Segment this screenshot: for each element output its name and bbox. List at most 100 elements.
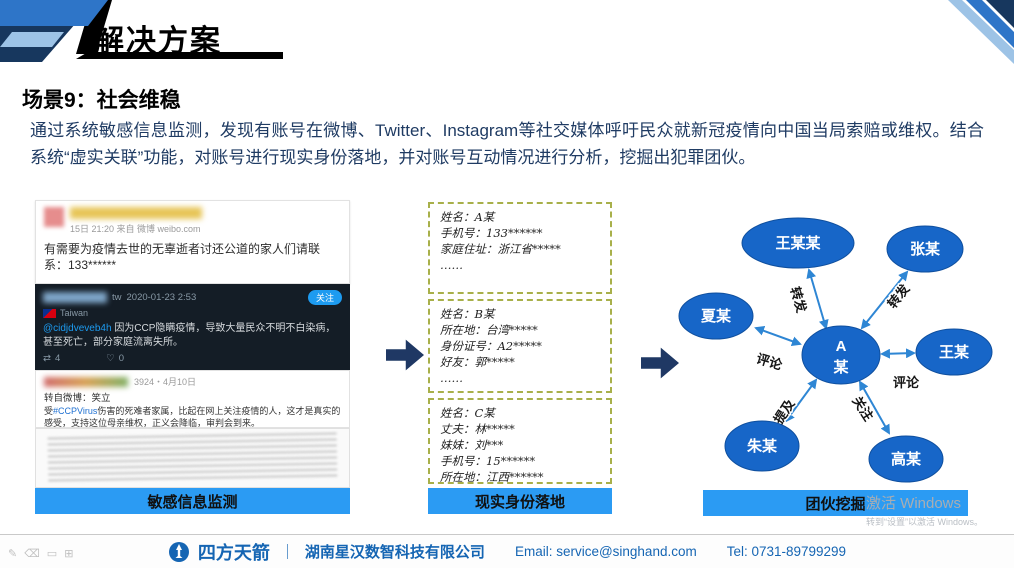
redacted-username [43,292,107,303]
retweet-icon: ⇄ [43,353,51,364]
svg-text:张某: 张某 [910,240,941,258]
tweet-location: Taiwan [60,308,89,318]
network-graph: 转发 转发 评论 评论 提及 关注 王某某 张某 夏某 A 某 [678,217,993,483]
hashtag-link[interactable]: #CCPVirus [53,406,98,416]
identity-field: 所在地：台湾***** [440,323,538,338]
svg-text:王某: 王某 [939,343,970,361]
identity-field: 姓名：B某 [440,307,495,321]
deco-blue-shape [0,0,108,26]
identity-card-b: 姓名：B某 所在地：台湾***** 身份证号：A2***** 好友：郭*****… [428,299,612,393]
eraser-icon[interactable]: ⌫ [24,548,40,560]
node-center-amou: A 某 [801,325,881,385]
edge-center-wangmou [880,348,916,359]
deco-lightblue-shape [0,32,64,47]
follow-button[interactable]: 关注 [307,290,342,305]
deco-stripe-light [948,0,1014,64]
svg-text:高某: 高某 [891,450,922,468]
identity-field: 姓名：C某 [440,406,495,420]
shape-icon[interactable]: ▭ [46,548,58,560]
weibo-repost: 3924・4月10日 转自微博：笑立 受#CCPVirus伤害的死难者家属，比起… [35,370,350,428]
identity-field: …… [440,371,463,386]
pen-icon[interactable]: ✎ [8,548,18,560]
node-zhumou: 朱某 [724,420,800,472]
weibo-user-block: 15日 21:20 来自 微博 weibo.com [70,207,202,235]
grid-icon[interactable]: ⊞ [64,548,74,560]
contact-phone: Tel: 0731-89799299 [726,544,847,559]
svg-text:夏某: 夏某 [700,307,732,325]
like-action[interactable]: ♡ 0 [106,353,124,364]
edge-label-comment-right: 评论 [893,375,920,390]
top-left-decoration [0,0,283,62]
title-underline [76,52,283,59]
tweet-actions: ⇄ 4 ♡ 0 [43,353,342,364]
tweet-location-row: Taiwan [43,308,342,318]
weibo-post-meta: 15日 21:20 来自 微博 weibo.com [70,224,201,234]
weibo-post-text: 有需要为疫情去世的无辜逝者讨还公道的家人们请联系：133****** [44,242,321,273]
tweet-body: 因为CCP隐瞒疫情，导致大量民众不明不白染病，甚至死亡，部分家庭流离失所。 [43,323,336,348]
edge-center-gaomou [859,380,890,435]
blurred-document [35,428,350,488]
top-right-decoration [948,0,1014,64]
scenario-title: 场景9：社会维稳 [22,89,181,112]
contact-email: Email: service@singhand.com [514,544,697,559]
identity-field: 手机号：15****** [440,454,536,469]
identity-field: 丈夫：林***** [440,422,515,437]
identity-card-c: 姓名：C某 丈夫：林***** 妹妹：刘*** 手机号：15****** 所在地… [428,398,612,484]
footer: 四方天箭 ｜ 湖南星汉数智科技有限公司 Email: service@singh… [0,534,1014,568]
node-wangmoumou: 王某某 [741,217,855,269]
company-name: 湖南星汉数智科技有限公司 [304,544,485,561]
identity-card-a: 姓名：A某 手机号：133****** 家庭住址：浙江省***** …… [428,202,612,294]
identity-field: 好友：郭***** [440,355,515,370]
repost-source: 转自微博：笑立 [44,393,111,404]
identity-field: 所在地：江西****** [440,470,544,484]
retweet-action[interactable]: ⇄ 4 [43,353,60,364]
edge-center-wangmoumou [806,268,829,330]
edge-center-zhangmou [860,270,909,330]
footer-separator: ｜ [279,544,295,561]
weibo-post: 15日 21:20 来自 微博 weibo.com 有需要为疫情去世的无辜逝者讨… [35,200,350,284]
caption-gang-mining: 团伙挖掘 [703,490,968,516]
repost-header: 3924・4月10日 [44,375,341,388]
edge-center-zhumou [784,378,818,423]
svg-text:A: A [836,338,847,355]
twitter-handle: tw [112,292,122,303]
identity-field: 身份证号：A2***** [440,339,542,354]
brand-name: 四方天箭 [197,542,270,563]
weibo-post-header: 15日 21:20 来自 微博 weibo.com [44,207,341,235]
annotation-toolbar: ✎ ⌫ ▭ ⊞ [8,547,73,560]
mention-link[interactable]: @cidjdveveb4h [43,323,112,334]
page-title: 解决方案 [94,25,222,58]
blurred-text-lines [47,432,338,484]
redacted-username [70,207,202,219]
node-xiamou: 夏某 [678,292,754,340]
identity-field: 妹妹：刘*** [440,438,504,453]
deco-stripe-blue [966,0,1014,48]
edge-label-repost-right: 转发 [885,281,913,312]
svg-text:王某某: 王某某 [775,234,821,252]
retweet-count: 4 [54,353,61,364]
sensitive-info-panel: 15日 21:20 来自 微博 weibo.com 有需要为疫情去世的无辜逝者讨… [35,200,350,514]
like-count: 0 [118,353,125,364]
svg-text:朱某: 朱某 [747,437,778,455]
edge-label-follow: 关注 [849,394,876,424]
repost-text-prefix: 受 [44,406,54,416]
identity-field: …… [440,258,463,273]
svg-text:某: 某 [833,358,849,376]
identity-field: 姓名：A某 [440,210,495,224]
twitter-post: tw 2020-01-23 2:53 关注 Taiwan @cidjdveveb… [35,284,350,370]
like-icon: ♡ [106,353,115,364]
repost-text: 受#CCPVirus伤害的死难者家属，比起在网上关注疫情的人，这才是真实的感受，… [44,406,341,427]
repost-meta: 3924・4月10日 [134,377,197,387]
caption-sensitive-monitoring: 敏感信息监测 [35,488,350,514]
tweet-timestamp: 2020-01-23 2:53 [126,292,197,303]
node-gaomou: 高某 [868,435,944,483]
identity-field: 手机号：133****** [440,226,543,241]
flow-arrow-2 [641,347,679,379]
twitter-post-header: tw 2020-01-23 2:53 关注 [43,290,342,305]
scenario-description: 通过系统敏感信息监测，发现有账号在微博、Twitter、Instagram等社交… [30,121,984,167]
identity-field: 家庭住址：浙江省***** [440,242,561,257]
identity-panel: 姓名：A某 手机号：133****** 家庭住址：浙江省***** …… 姓名：… [428,202,612,514]
taiwan-flag-icon [43,308,56,318]
redacted-username [44,376,128,387]
